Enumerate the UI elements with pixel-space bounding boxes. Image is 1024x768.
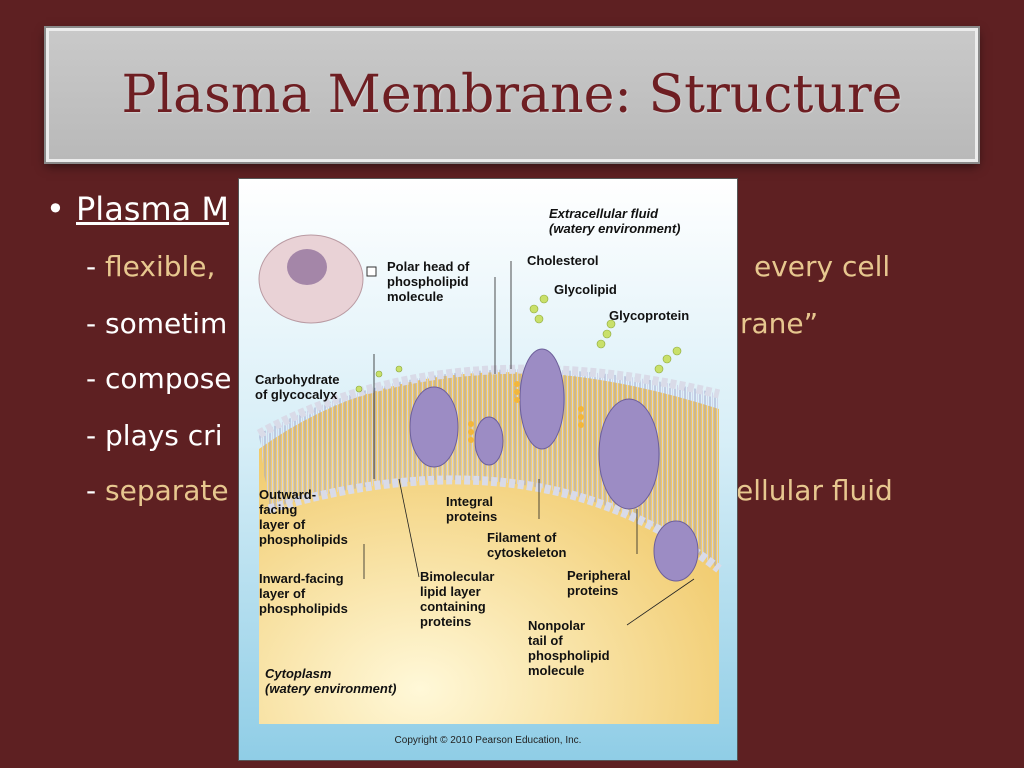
label-extracellular: Extracellular fluid (watery environment)	[549, 206, 681, 236]
leader-lines	[363, 261, 695, 626]
label-glycoprotein: Glycoprotein	[609, 308, 690, 323]
figure-copyright: Copyright © 2010 Pearson Education, Inc.	[394, 735, 582, 746]
membrane-figure: Extracellular fluid (watery environment)…	[238, 178, 738, 761]
label-filament: Filament of cytoskeleton	[487, 530, 567, 560]
bullet-lead-text: Plasma M	[76, 190, 230, 228]
integral-protein-4	[598, 398, 660, 510]
bullet-main: • Plasma M	[46, 190, 229, 228]
sub-line-5-right: ellular fluid	[736, 474, 893, 507]
integral-protein-2	[474, 416, 504, 466]
cholesterol-marks	[468, 381, 584, 443]
sub-line-2-right: rane”	[740, 307, 819, 340]
label-bimolecular: Bimolecular lipid layer containing prote…	[420, 569, 495, 629]
zoom-box-icon	[366, 266, 377, 277]
outer-heads	[256, 364, 721, 438]
label-cytoplasm: Cytoplasm (watery environment)	[265, 666, 397, 696]
sub-line-1-right: every cell	[754, 250, 891, 283]
label-nonpolar: Nonpolar tail of phospholipid molecule	[528, 618, 610, 678]
title-box: Plasma Membrane: Structure	[44, 26, 980, 164]
membrane-illustration	[239, 179, 737, 760]
label-glycolipid: Glycolipid	[554, 282, 617, 297]
label-integral: Integral proteins	[446, 494, 498, 524]
integral-protein-1	[409, 386, 459, 468]
label-peripheral: Peripheral proteins	[567, 568, 631, 598]
label-inward: Inward-facing layer of phospholipids	[259, 571, 348, 616]
nucleus-icon	[287, 249, 327, 285]
sub-line-4: - plays cri	[86, 419, 223, 452]
sub-line-3: - compose	[86, 362, 232, 395]
label-outward: Outward- facing layer of phospholipids	[259, 487, 348, 547]
sub-line-2: - sometim	[86, 307, 228, 340]
inner-heads	[267, 475, 722, 573]
bullet-dot-icon: •	[46, 190, 65, 228]
label-polar-head: Polar head of phospholipid molecule	[387, 259, 470, 304]
sub-line-5: - separate	[86, 474, 229, 507]
label-carbohydrate: Carbohydrate of glycocalyx	[255, 372, 340, 402]
peripheral-protein	[653, 520, 699, 582]
label-cholesterol: Cholesterol	[527, 253, 599, 268]
integral-protein-3	[519, 348, 565, 450]
glycocalyx-chains	[355, 294, 682, 393]
slide-title: Plasma Membrane: Structure	[121, 65, 903, 125]
sub-line-1: - flexible,	[86, 250, 216, 283]
